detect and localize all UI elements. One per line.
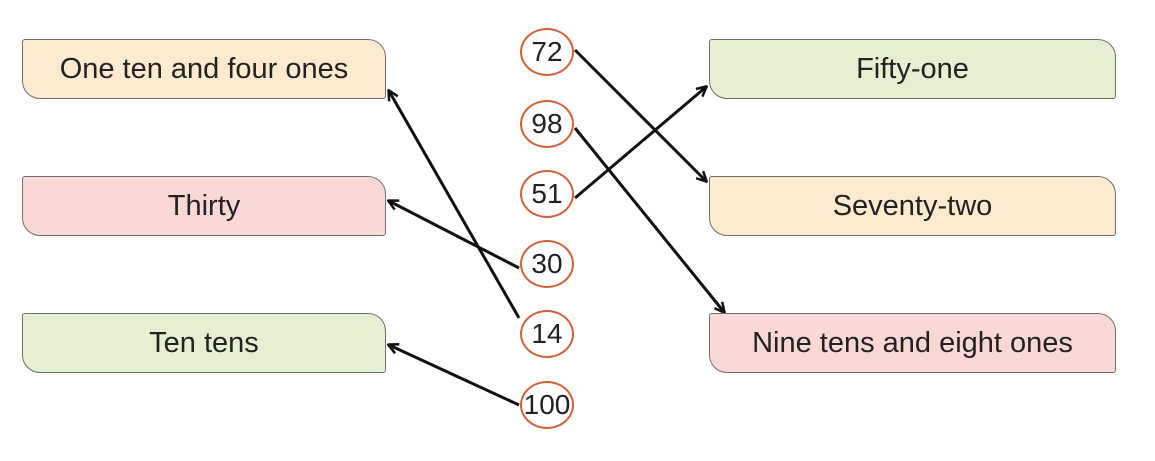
- number-circle-98: 98: [520, 100, 574, 148]
- number-text: 51: [531, 178, 563, 209]
- number-circle-100: 100: [520, 381, 574, 429]
- number-text: 72: [531, 36, 563, 67]
- arrow-98-to-nine-tens-eight-ones: [573, 127, 724, 312]
- number-text: 30: [531, 248, 563, 279]
- label-text: Nine tens and eight ones: [752, 326, 1073, 359]
- label-text: Fifty-one: [856, 52, 969, 85]
- number-text: 98: [531, 108, 563, 139]
- label-text: Ten tens: [149, 326, 259, 359]
- arrow-72-to-seventy-two: [573, 48, 706, 181]
- label-text: Thirty: [167, 189, 241, 222]
- arrow-100-to-ten-tens: [389, 345, 520, 407]
- number-circle-72: 72: [520, 28, 574, 76]
- arrow-51-to-fifty-one: [574, 87, 706, 200]
- arrow-30-to-thirty: [389, 201, 520, 270]
- number-text: 100: [523, 389, 571, 420]
- number-text: 14: [531, 318, 563, 349]
- number-circle-30: 30: [520, 240, 574, 288]
- number-circle-51: 51: [520, 170, 574, 218]
- label-box-thirty: Thirty: [22, 176, 386, 236]
- label-box-nine-tens-eight-ones: Nine tens and eight ones: [709, 313, 1116, 373]
- label-box-ten-tens: Ten tens: [22, 313, 386, 373]
- number-circle-14: 14: [520, 310, 574, 358]
- label-box-one-ten-four-ones: One ten and four ones: [22, 39, 386, 99]
- label-box-seventy-two: Seventy-two: [709, 176, 1116, 236]
- label-text: Seventy-two: [832, 189, 993, 222]
- arrow-14-to-one-ten-four-ones: [389, 91, 521, 319]
- label-text: One ten and four ones: [59, 52, 349, 85]
- label-box-fifty-one: Fifty-one: [709, 39, 1116, 99]
